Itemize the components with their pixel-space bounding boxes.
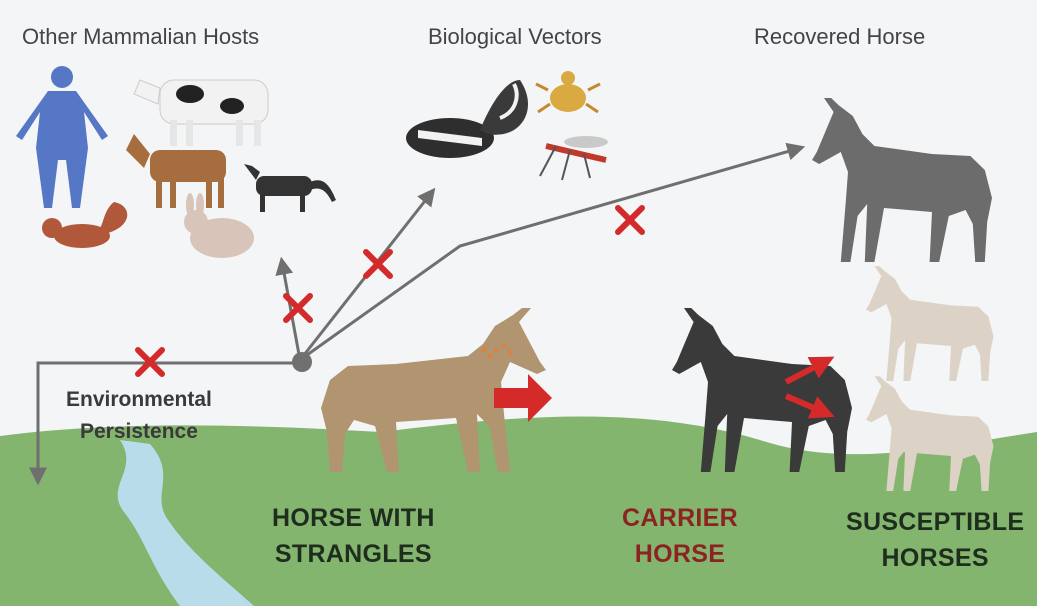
environmental-persistence-label: Environmental Persistence xyxy=(66,384,212,448)
recovered-horse-label: Recovered Horse xyxy=(754,24,925,50)
environmental-line-1: Environmental xyxy=(66,384,212,416)
vectors-label: Biological Vectors xyxy=(428,24,602,50)
susceptible-line-2: HORSES xyxy=(846,540,1024,576)
infection-origin-node xyxy=(292,352,312,372)
strangles-line-2: STRANGLES xyxy=(272,536,435,572)
other-hosts-label: Other Mammalian Hosts xyxy=(22,24,259,50)
carrier-horse-label: CARRIER HORSE xyxy=(622,500,738,572)
susceptible-horses-label: SUSCEPTIBLE HORSES xyxy=(846,504,1024,576)
environmental-line-2: Persistence xyxy=(66,416,212,448)
strangles-line-1: HORSE WITH xyxy=(272,500,435,536)
strangles-horse-label: HORSE WITH STRANGLES xyxy=(272,500,435,572)
susceptible-line-1: SUSCEPTIBLE xyxy=(846,504,1024,540)
carrier-line-1: CARRIER xyxy=(622,500,738,536)
carrier-line-2: HORSE xyxy=(622,536,738,572)
